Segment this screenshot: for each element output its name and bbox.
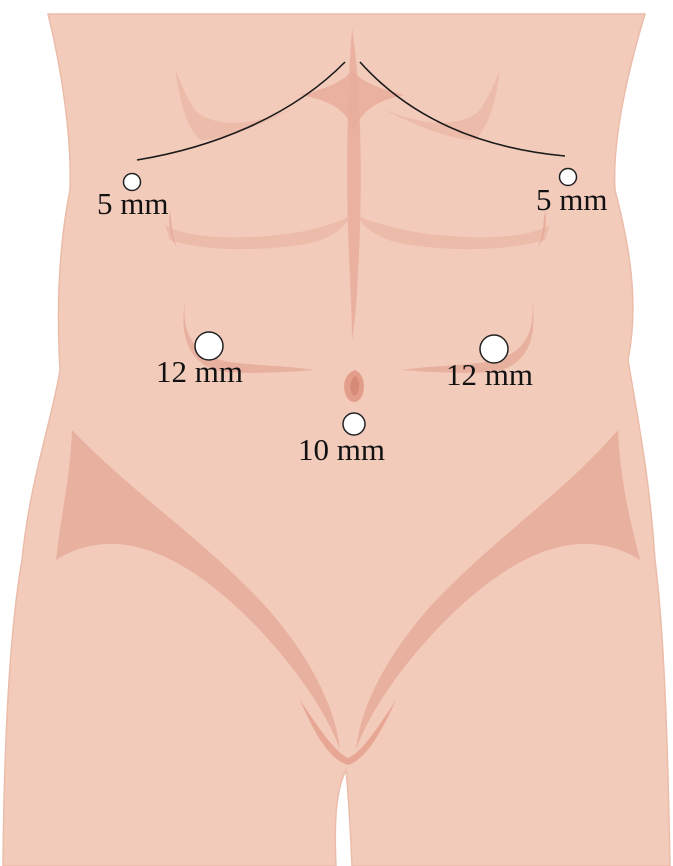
port-label-left-middle: 12 mm	[156, 354, 243, 389]
port-label-left-upper: 5 mm	[97, 186, 168, 221]
port-label-right-middle: 12 mm	[446, 357, 533, 392]
port-label-umbilical: 10 mm	[298, 432, 385, 467]
port-label-right-upper: 5 mm	[536, 182, 607, 217]
